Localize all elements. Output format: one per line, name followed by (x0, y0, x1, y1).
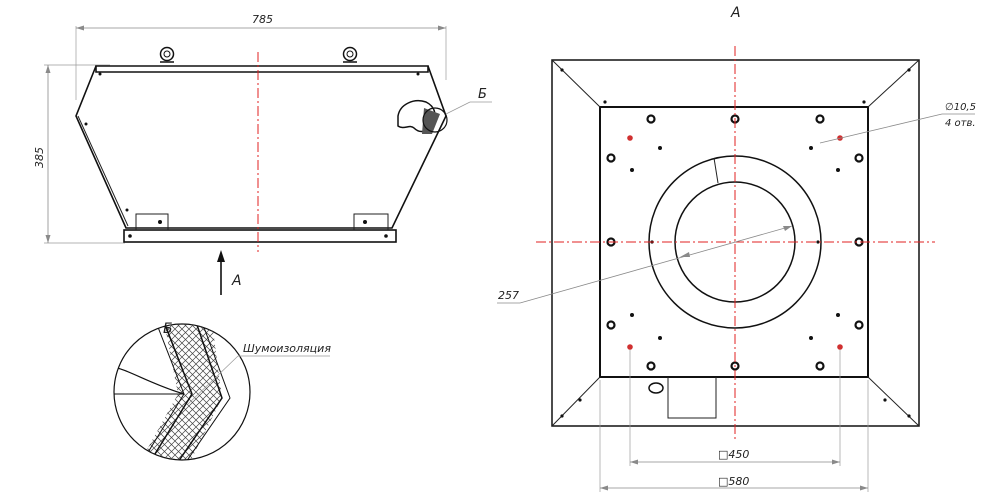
bracket-left (135, 213, 169, 230)
side-view: 785 385 (33, 13, 492, 295)
outer-square-dim-label: □580 (718, 475, 749, 488)
outer-square-dimension: □580 (599, 380, 869, 492)
bottom-bracket (667, 377, 717, 419)
detail-callout: Б (397, 87, 492, 134)
height-dim-label: 385 (33, 147, 46, 168)
detail-callout-label: Б (478, 87, 487, 102)
insulation-label: Шумоизоляция (243, 342, 331, 355)
height-dimension: 385 (33, 64, 125, 244)
lifting-eye-right (342, 46, 358, 63)
diameter-dimension: 257 (497, 225, 793, 304)
width-dimension: 785 (75, 13, 447, 100)
view-arrow-a: А (217, 250, 242, 295)
detail-view: Б Шумоизоляция (113, 321, 331, 461)
hole-callout: ∅10,5 4 отв. (819, 102, 976, 144)
plan-view: А (497, 5, 976, 492)
lifting-eye-left (159, 46, 175, 63)
plan-view-title: А (730, 5, 741, 21)
hole-count-label: 4 отв. (945, 118, 976, 129)
view-arrow-label: А (231, 273, 242, 289)
top-plate (95, 65, 429, 73)
inner-square-dim-label: □450 (718, 448, 749, 461)
bracket-right (353, 213, 389, 230)
diameter-dim-label: 257 (498, 289, 519, 302)
base-plate (123, 229, 397, 243)
hole-diameter-label: ∅10,5 (945, 102, 976, 113)
inner-square-dimension: □450 (629, 350, 841, 466)
width-dim-label: 785 (252, 13, 273, 26)
housing-outline (75, 65, 447, 229)
